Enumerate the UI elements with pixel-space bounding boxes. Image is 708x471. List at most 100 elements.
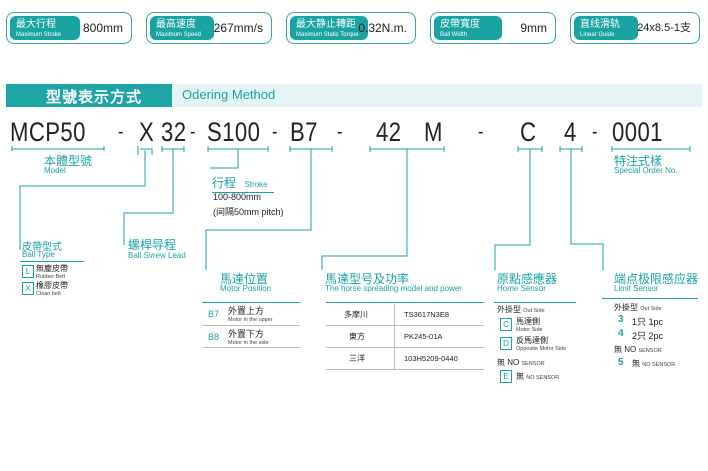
home-sensor-label-en: Home Sensor <box>497 284 546 293</box>
code-c: C <box>520 117 537 147</box>
spec-label: 最大行程 <box>16 19 56 30</box>
screw-lead-label-cn: 螺桿导程 <box>128 238 177 252</box>
ball-type-label-en: Ball Type <box>22 250 55 259</box>
limit-five-item: 無 NO SENSOR <box>632 358 675 369</box>
spec-value: 800mm <box>82 21 123 35</box>
ball-type-code-x: X <box>22 282 34 295</box>
limit-none-en: SENSOR <box>638 348 662 354</box>
limit-item-text: 2只 2pc <box>632 331 664 341</box>
motor-position-divider <box>202 325 300 326</box>
section-header-cn: 型號表示方式 <box>6 84 172 107</box>
spec-label: 最高速度 <box>156 19 196 30</box>
section-header-en: Odering Method <box>172 84 702 107</box>
special-label-cn: 特注式樣 <box>614 154 663 168</box>
code-dash-6: - <box>592 121 598 143</box>
ball-type-cn: 橡膠皮帶 <box>36 281 68 290</box>
home-e-cn: 無 <box>516 372 524 381</box>
header-title-cn: 型號表示方式 <box>46 89 143 106</box>
limit-sensor-label-cn: 端点极限感应器 <box>614 272 699 286</box>
home-outside-cn: 外掛型 <box>497 305 521 314</box>
code-dash-3: - <box>272 121 278 143</box>
code-dash-1: - <box>118 121 124 143</box>
motor-model-no: TS3617N3E8 <box>404 310 450 319</box>
spec-sub: Linear Guide <box>580 32 615 38</box>
ball-type-en: Rubber Belt <box>36 274 66 280</box>
limit-item-text: 1只 1pc <box>632 317 664 327</box>
motor-model-label-en: The horse spreading model and power <box>325 284 462 293</box>
stroke-label-cn: 行程 <box>212 176 237 190</box>
code-dash-2: - <box>190 121 196 143</box>
motor-model-divider <box>326 347 484 348</box>
motor-position-en: Motor in the side <box>228 340 269 346</box>
home-sensor-item: 馬達側 Motor Side <box>516 316 543 333</box>
code-dash-4: - <box>337 121 343 143</box>
motor-brand: 三洋 <box>349 354 365 363</box>
spec-value: 0.32N.m. <box>358 21 407 35</box>
special-label-en: Special Order No. <box>614 166 678 175</box>
code-x: X <box>139 117 155 147</box>
motor-position-divider <box>202 302 300 303</box>
limit-five-en: NO SENSOR <box>642 362 676 368</box>
spec-max-torque: 最大静止轉距 Maximum Static Torque 0.32N.m. <box>286 12 416 44</box>
stroke-pitch: (间隔50mm pitch) <box>213 207 284 217</box>
code-m: M <box>424 117 443 147</box>
ball-type-cn: 無塵皮帶 <box>36 264 68 273</box>
spec-label: 最大静止轉距 <box>296 19 356 30</box>
limit-outside-cn: 外掛型 <box>614 303 638 312</box>
spec-sub: Maximum Static Torque <box>296 32 359 38</box>
home-outside-en: Out Side <box>523 308 545 314</box>
spec-label: 皮帶寬度 <box>440 19 480 30</box>
stroke-label-en: Stroke <box>244 180 268 189</box>
stroke-range: 100-800mm <box>213 192 262 202</box>
spec-value: 9mm <box>520 21 547 35</box>
home-sensor-code-e: E <box>500 370 512 383</box>
home-none: 無 NO SENSOR <box>497 357 545 368</box>
header-title-en: Odering Method <box>182 87 276 102</box>
code-4: 4 <box>564 117 577 147</box>
spec-sub: Maximum Stroke <box>16 32 62 38</box>
spec-max-stroke: 最大行程 Maximum Stroke 800mm <box>6 12 132 44</box>
ball-type-label-cn: 皮帶型式 <box>22 242 62 253</box>
home-none-cn: 無 NO <box>497 358 520 367</box>
code-b7: B7 <box>290 117 318 147</box>
code-dash-5: - <box>478 121 484 143</box>
motor-position-divider <box>202 347 300 348</box>
motor-position-item: 外置上方 Motor in the upper <box>228 304 273 323</box>
motor-position-item: 外置下方 Motor in the side <box>228 327 269 346</box>
limit-code-3: 3 <box>618 314 624 325</box>
ball-type-divider <box>20 261 84 262</box>
home-sensor-en: Opposite Motor Side <box>516 346 567 352</box>
motor-brand: 多摩川 <box>344 310 368 319</box>
motor-model-no: 103H5209-0440 <box>404 354 458 363</box>
home-sensor-divider <box>494 302 576 303</box>
home-none-en: SENSOR <box>521 361 545 367</box>
motor-model-label-cn: 馬達型号及功率 <box>325 272 410 286</box>
home-outside: 外掛型 Out Side <box>497 304 545 315</box>
ball-type-item: 橡膠皮帶 Clean belt <box>36 280 68 297</box>
home-sensor-item: 反馬達側 Opposite Motor Side <box>516 335 566 352</box>
limit-code-4: 4 <box>618 328 624 339</box>
code-s100: S100 <box>207 117 261 147</box>
motor-position-cn: 外置上方 <box>228 306 265 316</box>
home-sensor-e-item: 無 NO SENSOR <box>516 371 559 382</box>
ball-type-code-l: L <box>22 265 34 278</box>
limit-sensor-label-en: Limit Sensor <box>614 284 659 293</box>
motor-position-label-cn: 馬達位置 <box>220 272 269 286</box>
spec-value: 24x8.5-1支 <box>637 22 691 34</box>
limit-none: 無 NO SENSOR <box>614 344 662 355</box>
motor-position-label-en: Motor Position <box>220 284 272 293</box>
home-sensor-label-cn: 原點感應器 <box>497 272 558 286</box>
limit-five-cn: 無 <box>632 359 640 368</box>
motor-model-divider <box>326 302 484 303</box>
limit-none-cn: 無 NO <box>614 345 637 354</box>
motor-position-code-b7: B7 <box>208 309 220 319</box>
motor-position-code-b8: B8 <box>208 332 220 342</box>
spec-sub: Ball Width <box>440 32 468 38</box>
motor-model-col-divider <box>394 302 395 369</box>
limit-outside-en: Out Side <box>640 306 662 312</box>
limit-code-5: 5 <box>618 357 624 368</box>
ball-type-item: 無塵皮帶 Rubber Belt <box>36 263 68 280</box>
